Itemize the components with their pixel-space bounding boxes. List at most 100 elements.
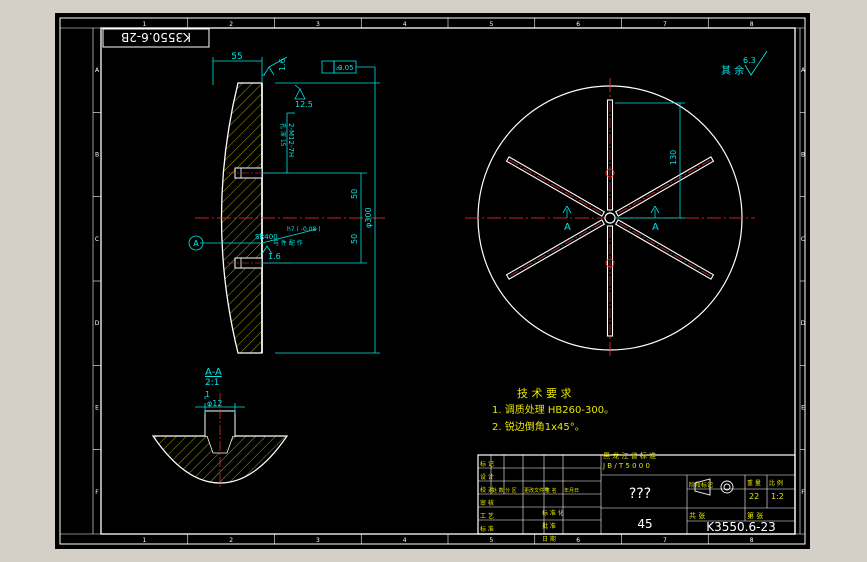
stage-label: 阶段标记 — [689, 481, 713, 489]
tb-col-label: 分 区 — [505, 487, 517, 494]
zone-label: 3 — [316, 21, 320, 28]
hole-note: 2-M12-7H — [287, 123, 295, 157]
spoke-slot — [614, 156, 715, 217]
zone-labels-bottom: 1 2 3 4 5 6 7 8 — [142, 534, 754, 544]
dim-top-width: 55 — [231, 52, 242, 62]
zone-label: B — [95, 152, 99, 159]
tech-req-1: 1. 调质处理 HB260-300。 — [492, 404, 614, 416]
zone-label: 5 — [489, 21, 493, 28]
zone-label: 5 — [489, 537, 493, 544]
spoke-slot — [505, 219, 606, 280]
roughness-rest-label: 其 余 — [721, 64, 744, 77]
zone-label: C — [801, 236, 805, 243]
dim-half-lower: 50 — [350, 234, 359, 244]
dim-half-upper: 50 — [350, 189, 359, 199]
tb-row-label: 标 记 — [480, 460, 494, 468]
standard-line-1: 黑 龙 江 省 标 准 — [603, 451, 656, 460]
approve-date: 日 期 — [542, 535, 556, 543]
drawing-code-box — [102, 28, 210, 48]
title-block: 标 记设 计校 对审 核工 艺标 准 处 数分 区更改文件号签 名年月日 标 准… — [477, 451, 796, 543]
section-scale: 2:1 — [205, 378, 219, 388]
spoke-slot — [614, 219, 715, 280]
technical-requirements: 技 术 要 求 1. 调质处理 HB260-300。 2. 锐边倒角1x45°。 — [492, 387, 614, 433]
zone-label: E — [801, 405, 805, 412]
drawing-code-text: K3550.6-2B — [121, 30, 191, 44]
tb-row-label: 设 计 — [480, 473, 494, 481]
section-dim-top: 1 — [205, 390, 210, 399]
tb-col-label: 签 名 — [545, 487, 557, 494]
sheet-no: 第 张 — [747, 511, 763, 520]
hole-note-sub: 孔 深 15 — [279, 123, 287, 147]
zone-label: D — [95, 320, 100, 327]
zone-label: E — [95, 405, 99, 412]
zone-labels-left: A B C D E F — [93, 67, 101, 496]
datum-label: A — [193, 239, 199, 248]
front-view: 130 A A — [465, 78, 755, 358]
section-title: A-A — [205, 367, 222, 378]
zone-label: F — [801, 489, 805, 496]
part-name: ??? — [629, 486, 651, 502]
side-view: 55 1.6 0.05 12.5 2-M12-7H 孔 深 15 50 50 φ… — [188, 52, 385, 354]
approve-std: 标 准 化 — [542, 509, 564, 517]
side-dimensions — [188, 56, 380, 354]
zone-label: 4 — [403, 537, 407, 544]
tb-row-label: 校 对 — [480, 486, 494, 494]
zone-label: 2 — [229, 21, 233, 28]
spoke-slot — [606, 99, 614, 211]
zone-label: 7 — [663, 537, 667, 544]
tb-col-label: 更改文件号 — [524, 487, 549, 494]
zone-label: 3 — [316, 537, 320, 544]
roughness-c: 1.6 — [268, 252, 281, 261]
sphere-radius: SR400 — [255, 233, 278, 241]
section-mark-right: A — [652, 222, 659, 233]
zone-label: A — [801, 67, 806, 74]
dim-spoke: 130 — [669, 150, 678, 165]
tech-heading: 技 术 要 求 — [517, 387, 572, 400]
tolerance-note: h7 ( -0.08 ) — [287, 226, 321, 233]
roughness-b: 12.5 — [295, 100, 313, 109]
spoke-slot — [606, 225, 614, 337]
zone-label: 2 — [229, 537, 233, 544]
tb-col-label: 年月日 — [564, 487, 579, 494]
zone-label: 8 — [750, 21, 754, 28]
zone-label: 1 — [142, 537, 146, 544]
roughness-a: 1.6 — [278, 58, 287, 71]
section-mark-left: A — [564, 222, 571, 233]
outer-frame — [59, 17, 806, 545]
zone-label: C — [95, 236, 99, 243]
zone-label: 4 — [403, 21, 407, 28]
tech-req-2: 2. 锐边倒角1x45°。 — [492, 420, 585, 433]
approve-approve: 批 准 — [542, 522, 556, 530]
tb-col-label: 处 数 — [492, 487, 504, 494]
zone-label: B — [801, 152, 805, 159]
zone-label: D — [801, 320, 806, 327]
section-dim-width: φ12 — [207, 399, 222, 408]
tb-row-label: 工 艺 — [480, 512, 494, 520]
zone-label: F — [95, 489, 99, 496]
part-number: K3550.6-23 — [706, 520, 775, 534]
zone-label: 8 — [750, 537, 754, 544]
dim-diameter: φ300 — [364, 207, 373, 228]
projection-symbol-icon — [694, 478, 734, 496]
zone-label: 1 — [142, 21, 146, 28]
spoke-slot — [505, 156, 606, 217]
section-view: A-A 2:1 φ12 1 — [151, 367, 289, 488]
flatness-value: 0.05 — [338, 64, 354, 72]
tb-row-label: 标 准 — [480, 525, 494, 533]
zone-label: 6 — [576, 537, 580, 544]
zone-label: 7 — [663, 21, 667, 28]
sheet-total: 共 张 — [689, 511, 705, 520]
scale-value: 1:2 — [771, 492, 784, 501]
zone-label: A — [95, 67, 100, 74]
standard-line-2: J B / T 5 0 0 0 — [602, 462, 650, 470]
material-note: 与 件 配 作 — [273, 239, 303, 247]
material-code: 45 — [637, 517, 652, 531]
tb-row-label: 审 核 — [480, 499, 494, 507]
zone-label: 6 — [576, 21, 580, 28]
weight-value: 22 — [749, 492, 759, 501]
roughness-rest-value: 6.3 — [743, 56, 756, 65]
zone-labels-right: A B C D E F — [800, 67, 806, 496]
zone-labels-top: 1 2 3 4 5 6 7 8 — [142, 18, 754, 28]
